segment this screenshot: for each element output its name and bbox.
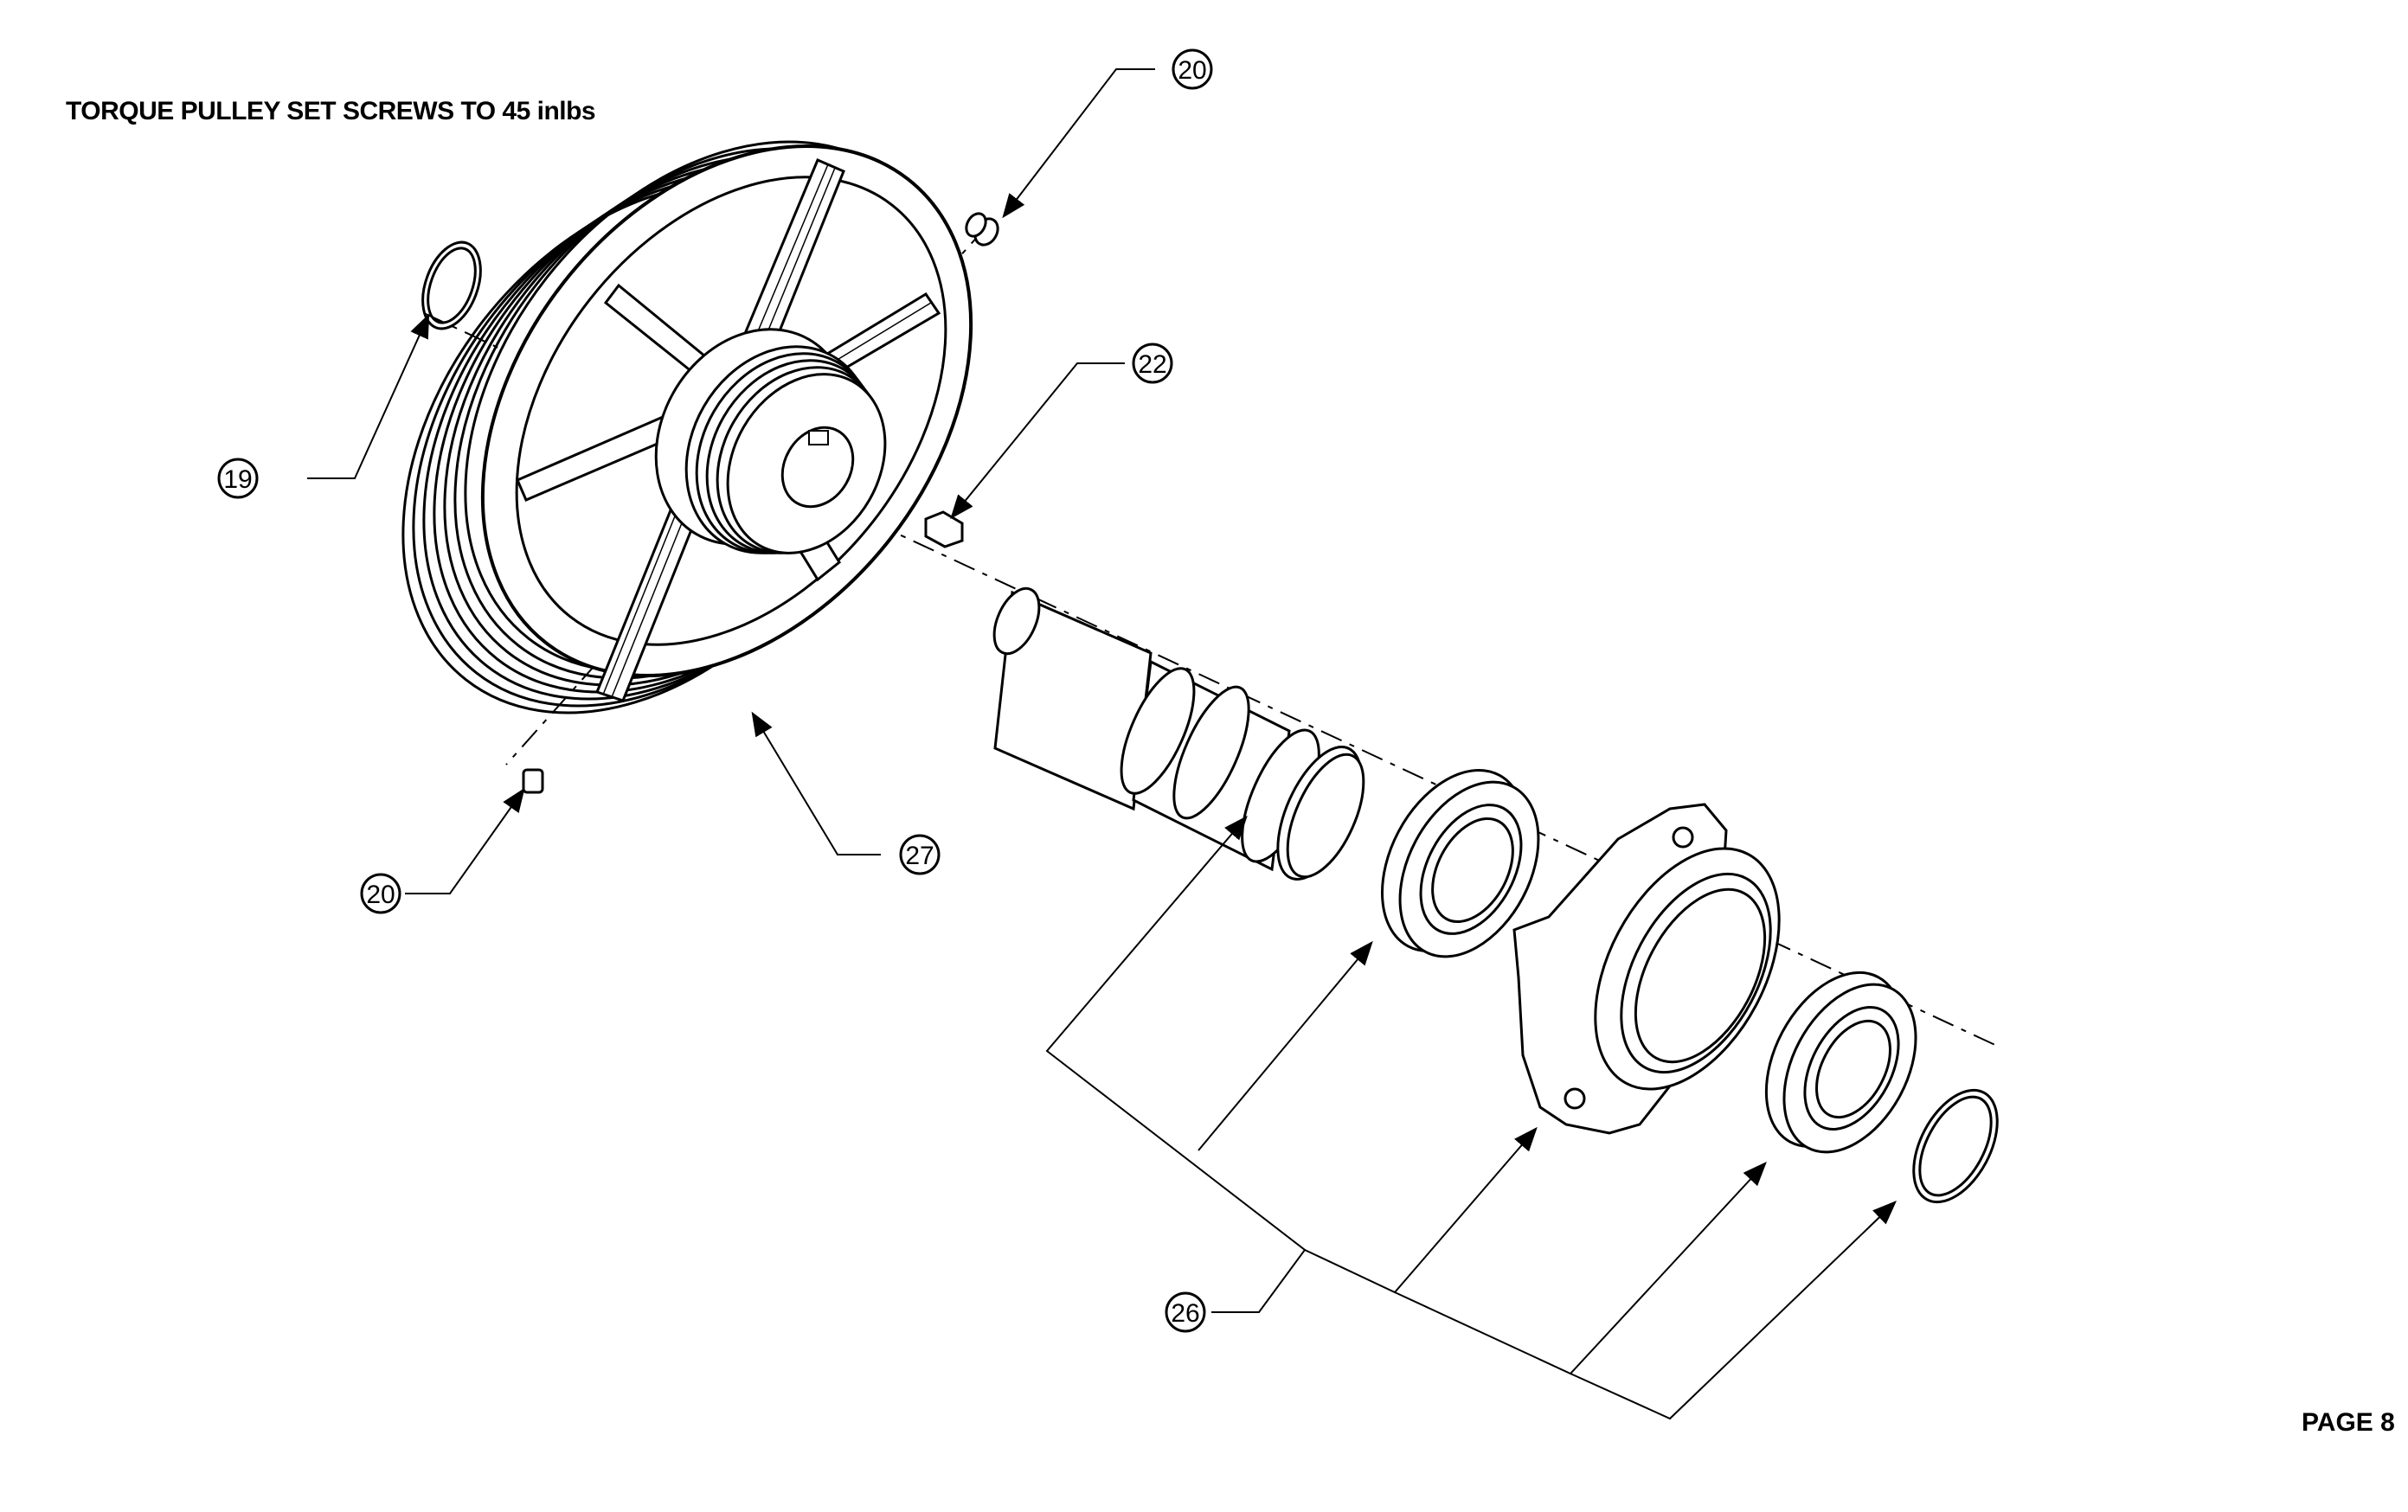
- set-screw-top: [965, 212, 999, 247]
- page-number: PAGE 8: [2302, 1408, 2395, 1437]
- set-screw-bottom: [522, 768, 544, 794]
- bearing-front: [1381, 768, 1540, 958]
- key: [924, 510, 964, 548]
- callout-27-label: 27: [905, 842, 934, 870]
- bearing-rear: [1764, 971, 1917, 1154]
- callout-20-top: 20: [1172, 48, 1213, 90]
- callout-22-label: 22: [1138, 350, 1166, 379]
- callout-20-top-label: 20: [1178, 56, 1206, 85]
- shaft: [992, 586, 1365, 881]
- flange-housing: [1512, 803, 1781, 1135]
- retaining-ring-right: [1912, 1088, 1999, 1204]
- torque-note: TORQUE PULLEY SET SCREWS TO 45 inlbs: [66, 97, 596, 125]
- pulley: [401, 140, 973, 714]
- callout-19-label: 19: [223, 465, 252, 494]
- callout-20-bottom-label: 20: [366, 881, 395, 909]
- callout-26: 26: [1165, 1291, 1206, 1333]
- callout-27: 27: [899, 834, 941, 875]
- retaining-ring-left: [421, 240, 482, 330]
- callout-20-bottom: 20: [360, 873, 401, 914]
- leader-lines: [307, 68, 1898, 1420]
- callout-19: 19: [217, 458, 259, 499]
- callout-22: 22: [1132, 343, 1173, 384]
- callout-26-label: 26: [1171, 1299, 1199, 1328]
